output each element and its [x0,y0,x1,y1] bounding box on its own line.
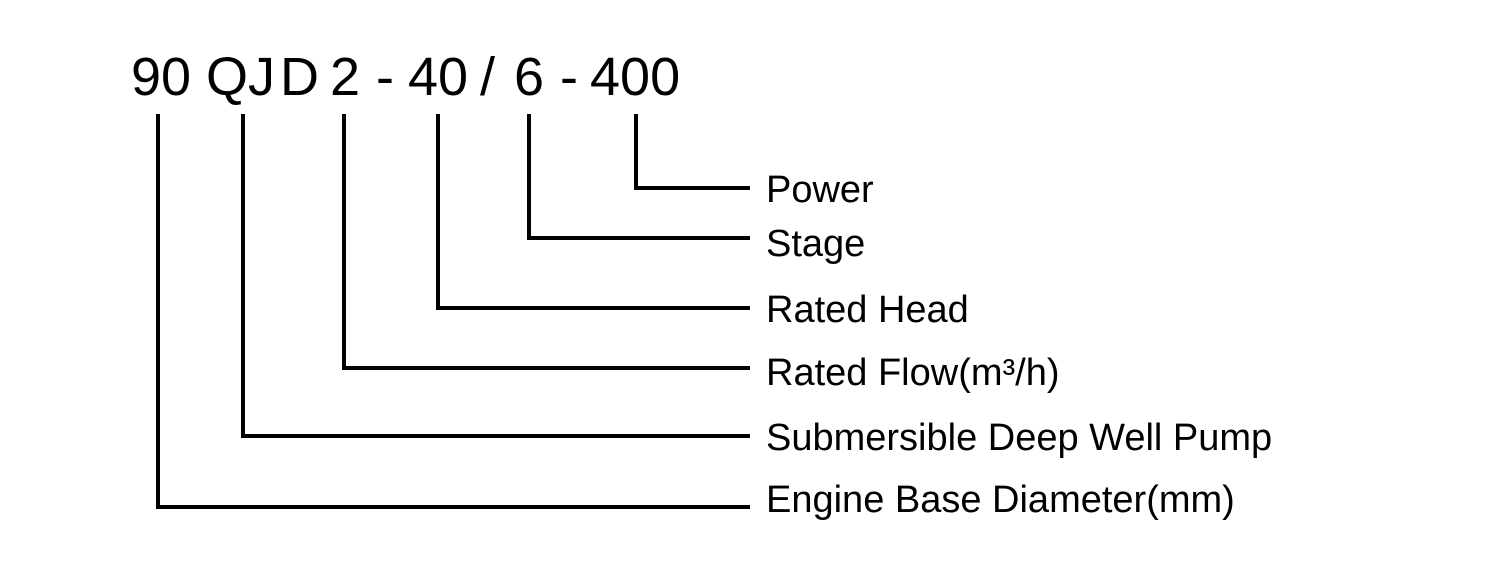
code-part-dash-2: - [560,47,578,107]
code-part-dash-1: - [376,47,394,107]
code-part-pump-type: QJ [206,47,275,107]
code-part-power: 400 [590,47,680,107]
leader-line-diameter [156,114,750,509]
legend-label-flow: Rated Flow(m³/h) [766,352,1060,394]
model-code: 90 QJ D 2 - 40 / 6 - 400 [131,47,680,107]
leader-line-head [436,114,750,310]
leader-line-flow [342,114,750,370]
legend-label-stage: Stage [766,223,865,265]
legend-label-power: Power [766,169,874,211]
legend: Power Stage Rated Head Rated Flow(m³/h) … [766,169,1272,521]
legend-label-diameter: Engine Base Diameter(mm) [766,479,1235,521]
code-part-head: 40 [408,47,468,107]
leader-line-pump-type [241,114,750,438]
legend-label-pump-type: Submersible Deep Well Pump [766,417,1272,459]
code-part-diameter: 90 [131,47,191,107]
code-part-letter-d: D [280,47,319,107]
code-part-stage: 6 [514,47,544,107]
legend-label-head: Rated Head [766,289,969,331]
leader-lines [156,114,750,509]
code-part-slash: / [480,47,495,107]
leader-line-power [634,114,750,190]
leader-line-stage [527,114,750,240]
code-part-flow: 2 [330,47,360,107]
